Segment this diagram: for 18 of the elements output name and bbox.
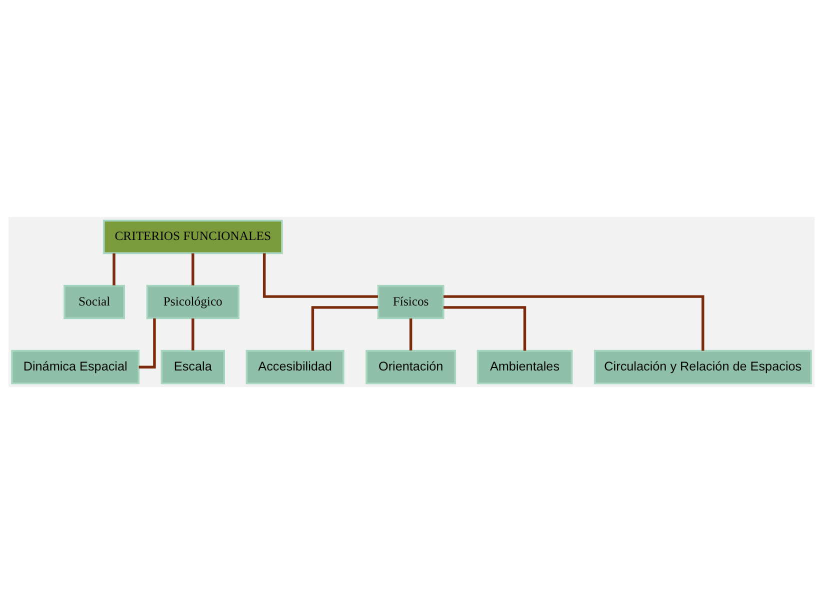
node-box: Ambientales [476, 350, 573, 384]
connector [443, 306, 526, 351]
node-box: Orientación [366, 350, 456, 384]
connector [443, 295, 704, 351]
node-box: CRITERIOS FUNCIONALES [102, 220, 283, 254]
node-box: Escala [160, 350, 225, 384]
connector [192, 318, 194, 350]
node-box: Accesibilidad [246, 350, 344, 384]
connector [311, 306, 378, 351]
connector [262, 253, 378, 298]
connector [192, 253, 194, 286]
connector [409, 318, 412, 350]
node-box: Psicológico [146, 284, 240, 320]
node-box: Dinámica Espacial [11, 350, 140, 384]
connector [112, 253, 116, 286]
node-box: Circulación y Relación de Espacios [594, 350, 812, 384]
node-box: Social [64, 284, 126, 320]
node-box: Físicos [377, 284, 444, 320]
